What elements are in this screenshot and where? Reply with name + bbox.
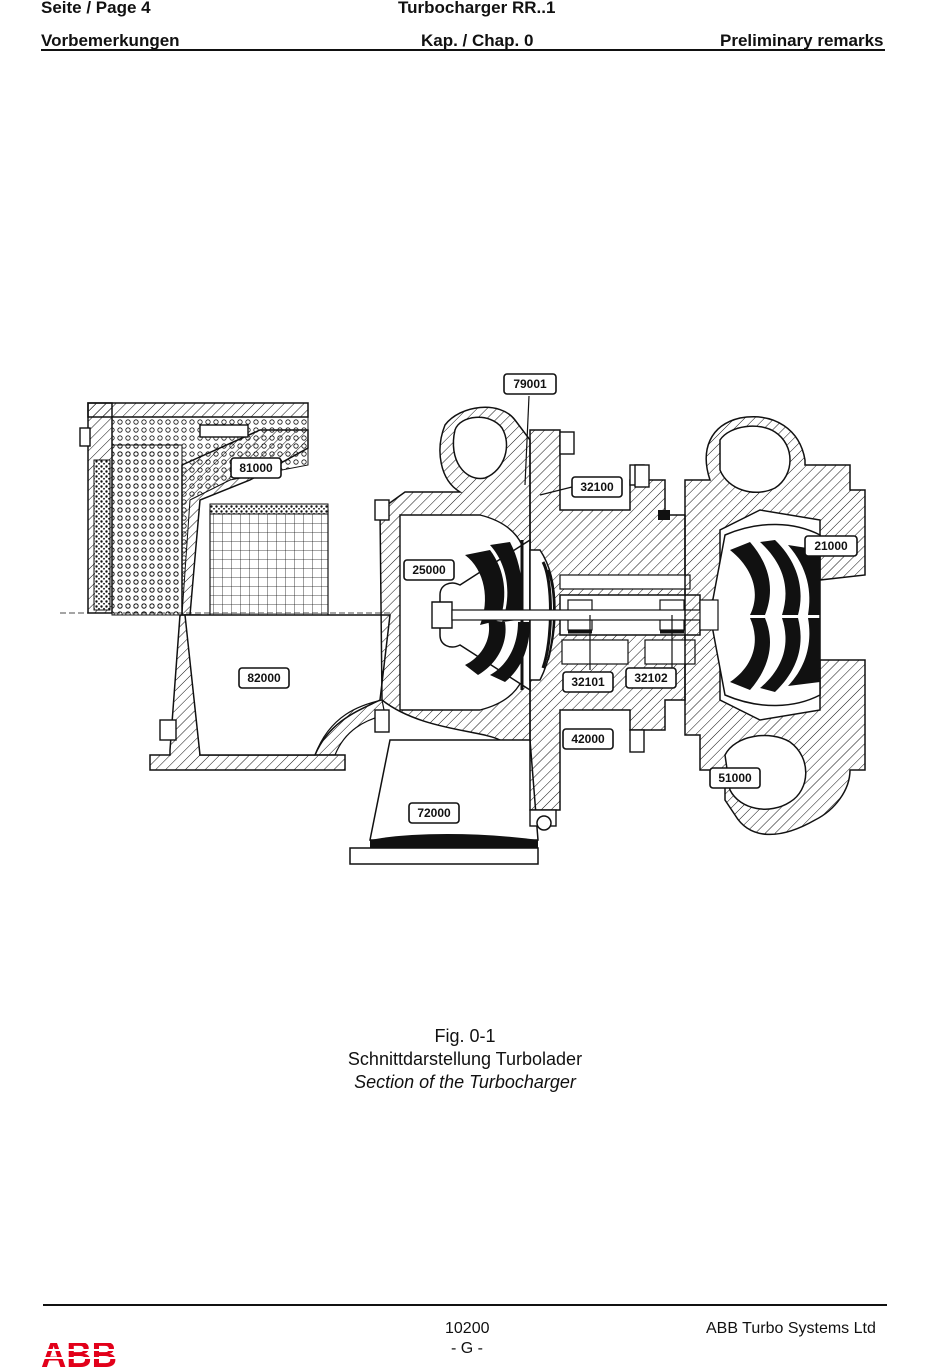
svg-text:72000: 72000	[417, 806, 451, 820]
revision-label: - G -	[451, 1340, 483, 1357]
part-label-42000: 42000	[562, 728, 614, 750]
footer-rule	[43, 1304, 887, 1306]
air-outlet-casing	[149, 614, 391, 771]
part-label-51000: 51000	[709, 767, 761, 789]
svg-text:32101: 32101	[571, 675, 605, 689]
svg-text:81000: 81000	[239, 461, 273, 475]
turbine-wheel	[699, 523, 821, 707]
abb-logo-text: ABB	[41, 1335, 117, 1369]
chapter-label: Kap. / Chap. 0	[421, 31, 534, 50]
part-label-79001: 79001	[503, 373, 557, 486]
part-label-72000: 72000	[408, 802, 460, 824]
abb-logo: ABB	[41, 1335, 117, 1369]
svg-text:32100: 32100	[580, 480, 614, 494]
document-title: Turbocharger RR..1	[398, 0, 556, 17]
svg-text:25000: 25000	[412, 563, 446, 577]
svg-text:32102: 32102	[634, 671, 668, 685]
part-label-32100: 32100	[539, 476, 623, 498]
company-name: ABB Turbo Systems Ltd	[706, 1320, 876, 1337]
part-label-32101: 32101	[562, 615, 614, 693]
part-label-82000: 82000	[238, 667, 290, 689]
svg-text:79001: 79001	[513, 377, 547, 391]
part-label-81000: 81000	[230, 457, 282, 479]
svg-text:21000: 21000	[814, 539, 848, 553]
svg-text:42000: 42000	[571, 732, 605, 746]
svg-text:51000: 51000	[718, 771, 752, 785]
figure-caption-en: Section of the Turbocharger	[354, 1072, 576, 1092]
part-label-25000: 25000	[403, 559, 455, 581]
part-label-32102: 32102	[625, 615, 677, 689]
air-inlet-duct	[349, 739, 539, 865]
section-title-de: Vorbemerkungen	[41, 31, 180, 50]
header-rule	[41, 49, 885, 51]
turbine-casing	[634, 416, 866, 836]
figure-caption-de: Schnittdarstellung Turbolader	[347, 1049, 583, 1069]
section-title-en: Preliminary remarks	[720, 31, 884, 50]
document-number: 10200	[445, 1320, 490, 1337]
figure-number: Fig. 0-1	[434, 1026, 496, 1046]
page-number: Seite / Page 4	[41, 0, 151, 17]
svg-text:82000: 82000	[247, 671, 281, 685]
filter-silencer	[60, 402, 390, 619]
turbocharger-section-drawing: 79001 81000 32100 21000 25000 82000 3210…	[60, 373, 866, 865]
part-label-21000: 21000	[804, 535, 858, 557]
